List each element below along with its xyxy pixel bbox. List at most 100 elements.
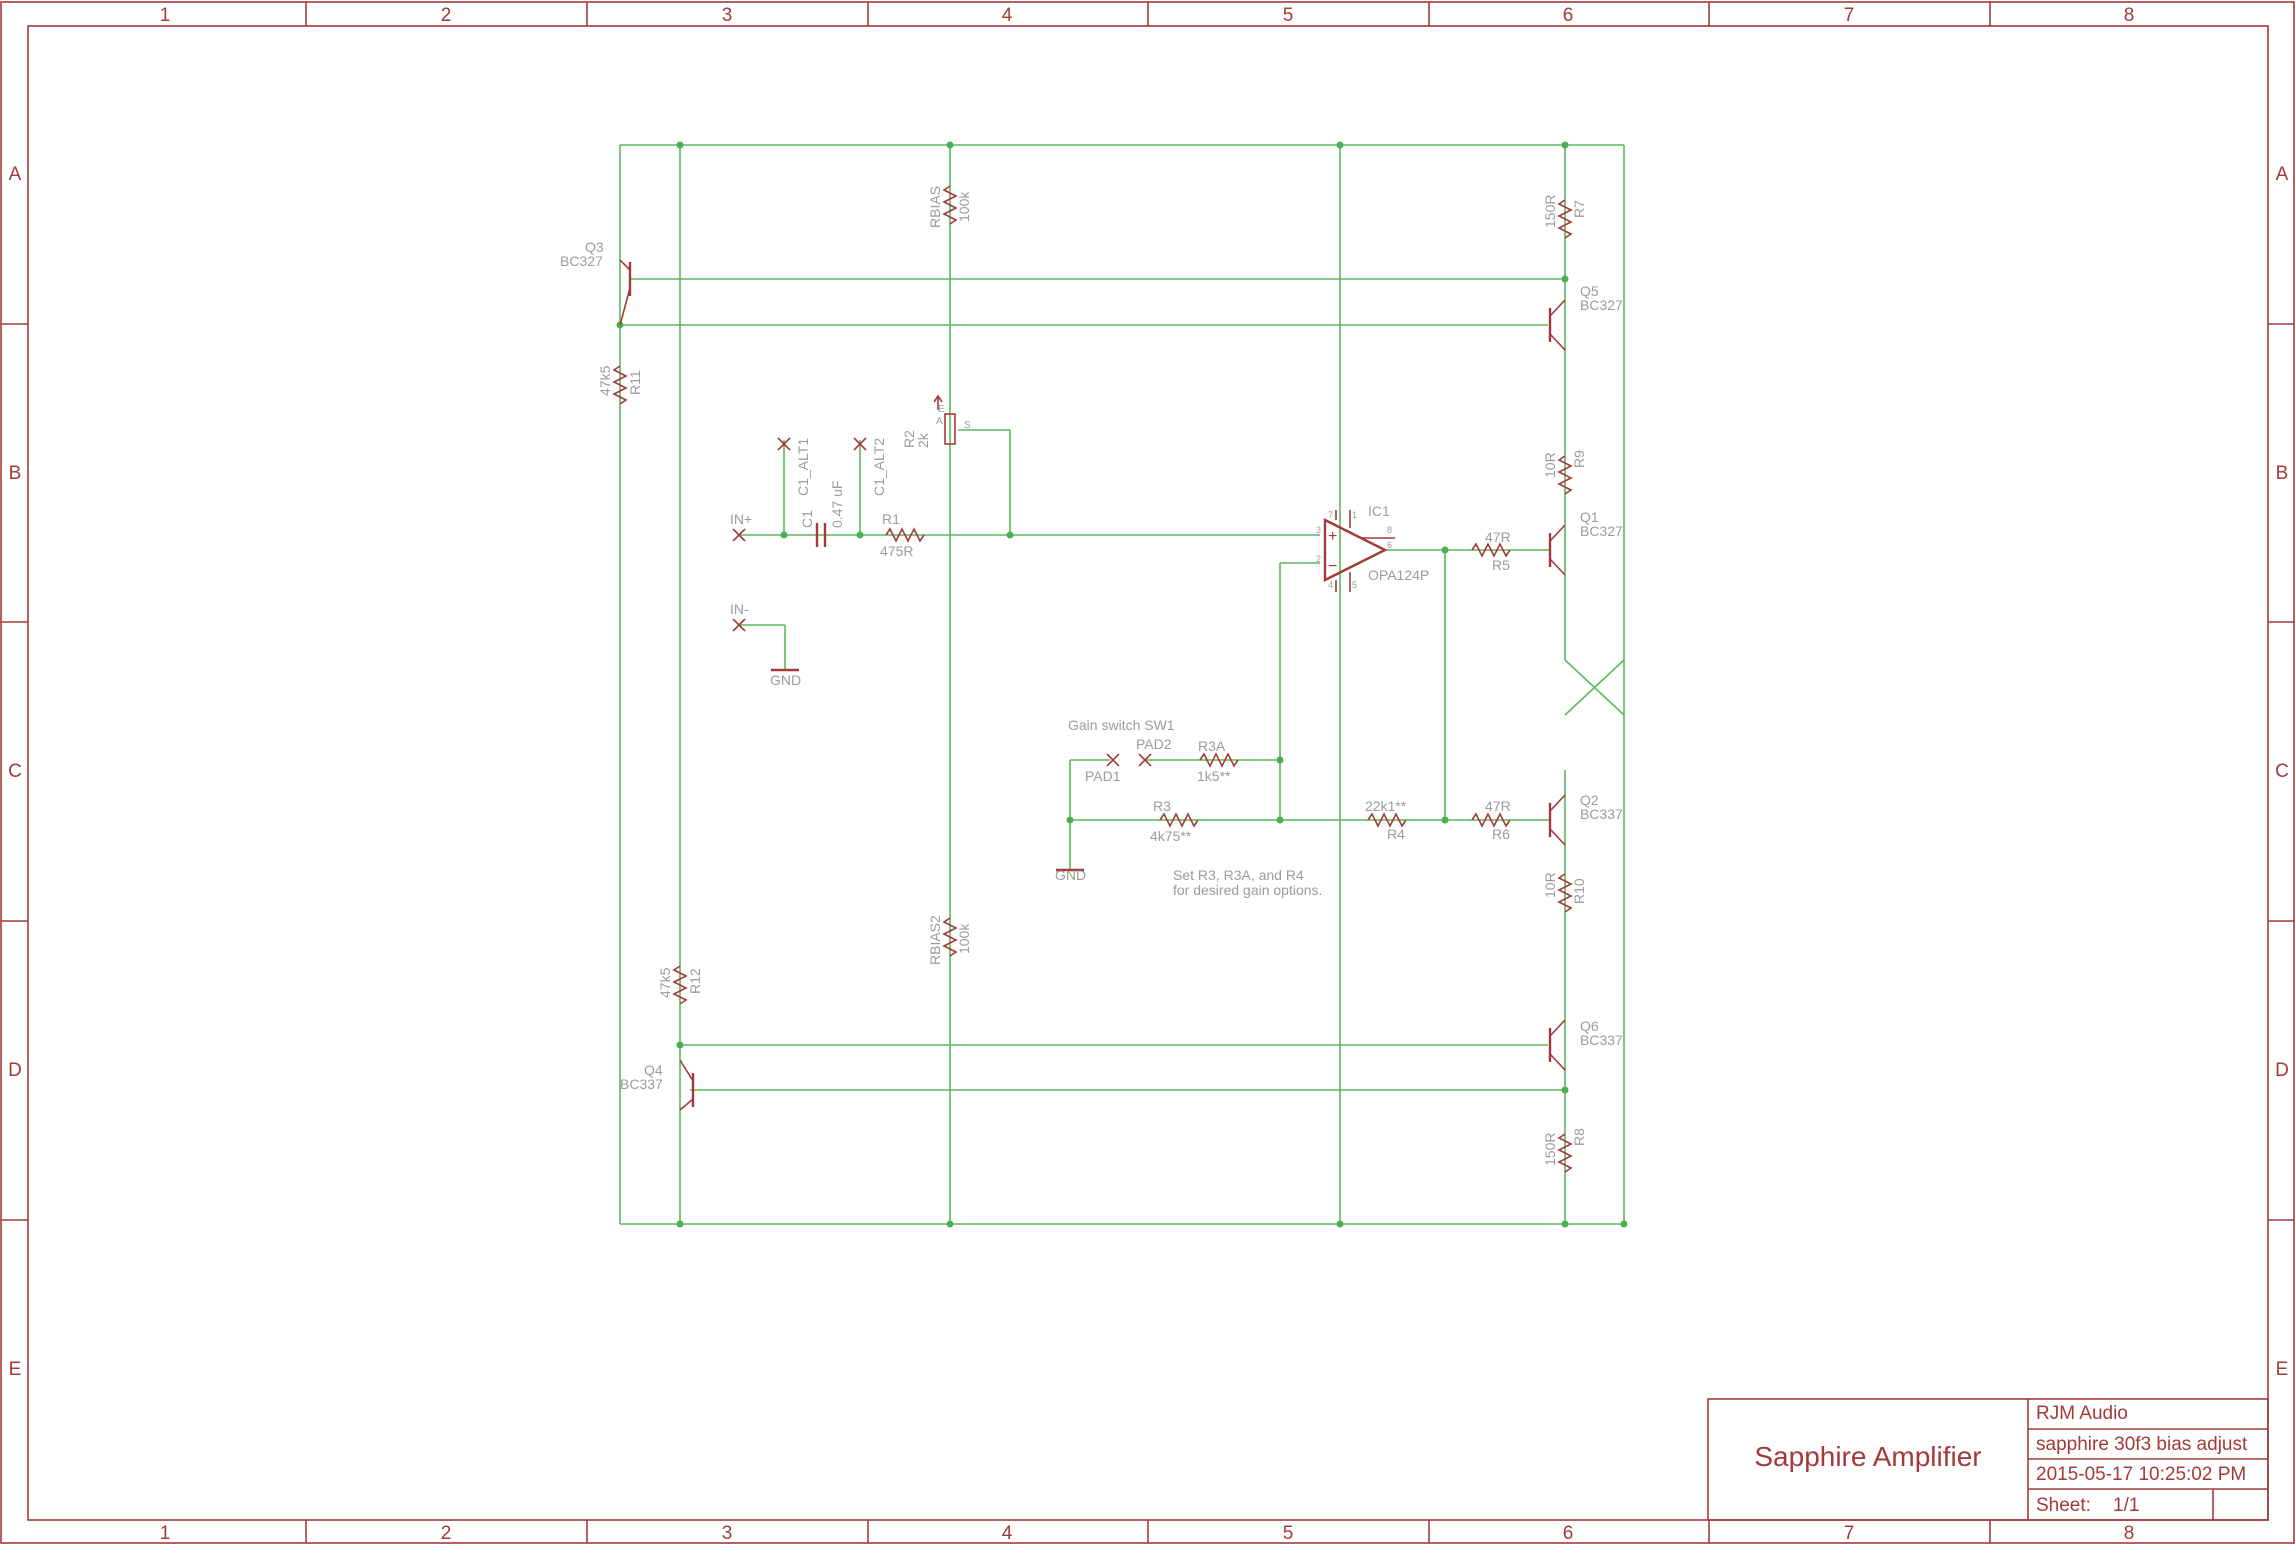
set-note-line2: for desired gain options. <box>1173 882 1322 898</box>
col-label-bottom-4: 4 <box>1002 1523 1013 1544</box>
in-plus-pad <box>732 528 746 542</box>
q4-ref: Q4 <box>644 1062 663 1078</box>
r3-ref: R3 <box>1153 798 1171 814</box>
q5-ref: Q5 <box>1580 283 1599 299</box>
row-label-right-b: B <box>2276 463 2289 484</box>
company-name: RJM Audio <box>2036 1403 2128 1424</box>
resistor-rbias2 <box>942 917 958 957</box>
ic1-minus: − <box>1328 558 1337 575</box>
col-label-4: 4 <box>1002 5 1013 26</box>
transistor-q2 <box>1548 794 1566 846</box>
r4-ref: R4 <box>1387 826 1405 842</box>
col-label-bottom-5: 5 <box>1283 1523 1294 1544</box>
row-label-right-a: A <box>2276 164 2289 185</box>
junction-dot <box>1006 531 1014 539</box>
row-label-c: C <box>8 761 22 782</box>
pad1-ref: PAD1 <box>1085 768 1121 784</box>
opamp-ic1 <box>1323 510 1395 592</box>
r12-value: 47k5 <box>657 967 673 998</box>
r11-value: 47k5 <box>597 365 613 396</box>
ic1-plus: + <box>1328 528 1337 545</box>
row-label-e: E <box>9 1359 22 1380</box>
r7-value: 150R <box>1542 195 1558 228</box>
r3a-ref: R3A <box>1198 738 1226 754</box>
rbias-ref: RBIAS <box>927 186 943 228</box>
col-label-bottom-1: 1 <box>160 1523 171 1544</box>
ic1-pin-6: 6 <box>1387 540 1392 550</box>
capacitor-c1 <box>815 523 827 547</box>
pad2-ref: PAD2 <box>1136 736 1172 752</box>
junction-dot <box>1336 1220 1344 1228</box>
resistor-r8 <box>1557 1133 1573 1173</box>
row-label-d: D <box>8 1060 22 1081</box>
junction-dot <box>1276 756 1284 764</box>
col-label-7: 7 <box>1844 5 1855 26</box>
col-label-bottom-3: 3 <box>722 1523 733 1544</box>
q4-value: BC337 <box>620 1076 663 1092</box>
resistor-r5 <box>1471 542 1511 558</box>
col-label-bottom-7: 7 <box>1844 1523 1855 1544</box>
set-note-line1: Set R3, R3A, and R4 <box>1173 867 1304 883</box>
resistor-r3 <box>1159 812 1199 828</box>
r9-value: 10R <box>1542 452 1558 478</box>
r7-ref: R7 <box>1571 200 1587 218</box>
ic1-pin-3: 3 <box>1316 525 1321 535</box>
junction-dot <box>1441 816 1449 824</box>
q6-value: BC337 <box>1580 1032 1623 1048</box>
q1-value: BC327 <box>1580 523 1623 539</box>
c1-value: 0.47 uF <box>829 481 845 528</box>
junction-dot <box>676 141 684 149</box>
timestamp: 2015-05-17 10:25:02 PM <box>2036 1464 2246 1485</box>
r9-ref: R9 <box>1571 450 1587 468</box>
junction-dot <box>1561 275 1569 283</box>
ic1-pin-7: 7 <box>1328 510 1333 520</box>
q3-ref: Q3 <box>585 239 604 255</box>
r1-ref: R1 <box>882 511 900 527</box>
sheet-label: Sheet: <box>2036 1495 2091 1516</box>
row-label-right-c: C <box>2275 761 2289 782</box>
pad1 <box>1106 753 1120 767</box>
junction-dot <box>1620 1220 1628 1228</box>
ic1-pin-8: 8 <box>1387 525 1392 535</box>
r2-pin-a: A <box>936 416 943 427</box>
ic1-pin-2: 2 <box>1316 554 1321 564</box>
r5-ref: R5 <box>1492 557 1510 573</box>
resistor-rbias <box>942 185 958 225</box>
resistor-r1 <box>885 527 925 543</box>
gnd-label-2: GND <box>1055 867 1086 883</box>
r2-ref: R2 <box>901 430 917 448</box>
r4-value: 22k1** <box>1365 798 1407 814</box>
c1-alt1-ref: C1_ALT1 <box>795 438 811 496</box>
r2-value: 2k <box>915 432 931 448</box>
q6-ref: Q6 <box>1580 1018 1599 1034</box>
row-label-b: B <box>9 463 22 484</box>
in-minus-label: IN- <box>730 601 749 617</box>
col-label-8: 8 <box>2124 5 2135 26</box>
resistor-r7 <box>1557 199 1573 239</box>
q1-ref: Q1 <box>1580 509 1599 525</box>
col-label-2: 2 <box>441 5 452 26</box>
ic1-ref: IC1 <box>1368 503 1390 519</box>
q3-value: BC327 <box>560 253 603 269</box>
r1-value: 475R <box>880 543 913 559</box>
row-label-right-e: E <box>2276 1359 2289 1380</box>
col-label-1: 1 <box>160 5 171 26</box>
r3a-value: 1k5** <box>1197 768 1231 784</box>
r6-value: 47R <box>1485 798 1511 814</box>
c1-alt2-ref: C1_ALT2 <box>871 438 887 496</box>
col-label-bottom-6: 6 <box>1563 1523 1574 1544</box>
ic1-pin-5: 5 <box>1352 580 1357 590</box>
junction-dot <box>856 531 864 539</box>
c1-alt2-pad <box>853 437 867 451</box>
sheet-value: 1/1 <box>2113 1495 2139 1516</box>
transistor-q4 <box>679 1059 695 1111</box>
col-label-5: 5 <box>1283 5 1294 26</box>
title-block <box>1707 1398 2269 1521</box>
junction-dot <box>1561 1086 1569 1094</box>
c1-ref: C1 <box>799 510 815 528</box>
r11-ref: R11 <box>627 370 643 395</box>
ic1-pin-4: 4 <box>1328 580 1333 590</box>
resistor-r11 <box>612 365 628 405</box>
q2-ref: Q2 <box>1580 792 1599 808</box>
